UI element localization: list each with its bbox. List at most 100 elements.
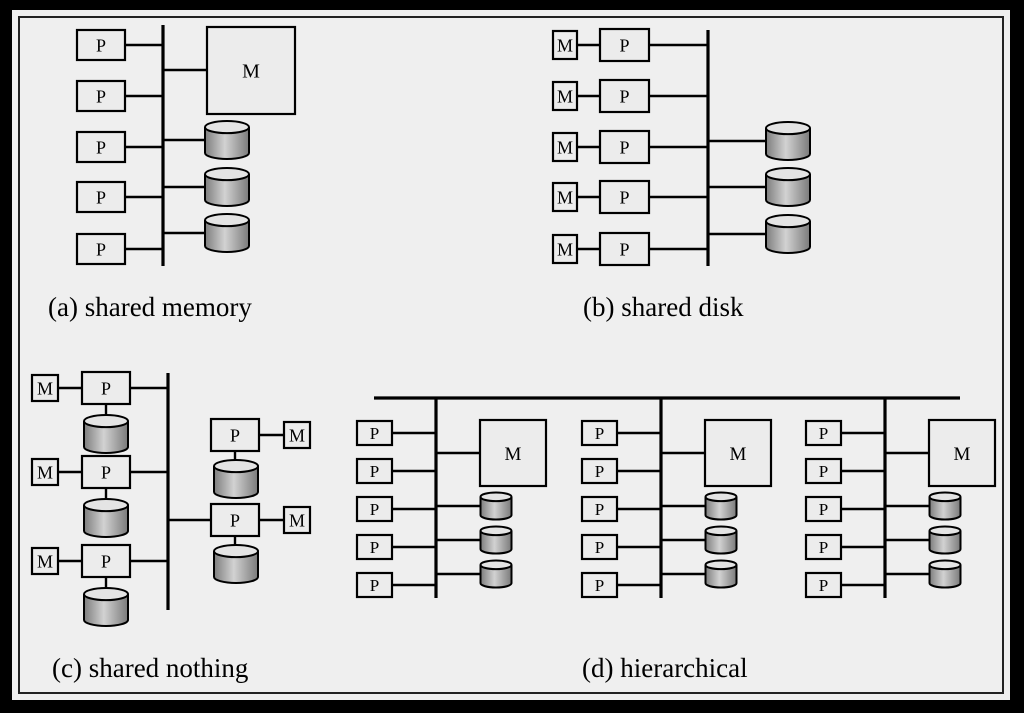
disk-icon — [204, 120, 250, 135]
memory-box-label: M — [289, 425, 305, 445]
disk-icon — [213, 459, 259, 474]
processor-box — [598, 231, 651, 267]
processor-box-label: P — [595, 500, 604, 519]
caption-shared-nothing: (c) shared nothing — [52, 653, 248, 683]
processor-box — [75, 28, 127, 62]
processor-box-label: P — [370, 500, 379, 519]
caption-hierarchical: (d) hierarchical — [582, 653, 748, 683]
memory-box-label: M — [37, 462, 53, 482]
memory-box-label: M — [37, 378, 53, 398]
caption-shared-memory: (a) shared memory — [48, 292, 252, 322]
memory-box — [551, 80, 579, 112]
disk-icon — [213, 544, 259, 559]
processor-box-label: P — [370, 538, 379, 557]
processor-box-label: P — [595, 462, 604, 481]
memory-box — [551, 233, 579, 265]
processor-box — [80, 543, 132, 579]
processor-box-label: P — [819, 500, 828, 519]
disk-icon — [704, 559, 738, 571]
disk-body — [204, 127, 250, 160]
processor-box — [75, 180, 127, 214]
processor-box-label: P — [819, 424, 828, 443]
disk-body — [479, 496, 513, 521]
memory-box — [30, 457, 60, 487]
processor-box — [804, 419, 843, 447]
processor-box-label: P — [595, 424, 604, 443]
disk-icon — [83, 498, 129, 513]
disk-body — [83, 505, 129, 538]
processor-box — [75, 79, 127, 113]
processor-box — [80, 370, 132, 406]
processor-box-label: P — [819, 462, 828, 481]
processor-box — [580, 419, 619, 447]
memory-box — [703, 418, 773, 488]
memory-box-label: M — [557, 35, 573, 55]
processor-box-label: P — [370, 424, 379, 443]
disk-body — [765, 174, 811, 207]
processor-box-label: P — [101, 378, 111, 398]
disk-icon — [765, 214, 811, 229]
disk-body — [928, 530, 962, 555]
panel-inner-border — [18, 16, 1004, 694]
memory-box-label: M — [730, 444, 747, 465]
disk-body — [83, 421, 129, 454]
disk-body — [204, 174, 250, 207]
processor-box-label: P — [370, 576, 379, 595]
disk-icon — [928, 525, 962, 537]
disk-icon — [704, 525, 738, 537]
memory-box — [478, 418, 548, 488]
disk-icon — [765, 167, 811, 182]
memory-box — [282, 505, 312, 535]
processor-box-label: P — [96, 137, 106, 157]
processor-box — [75, 130, 127, 164]
memory-box-label: M — [557, 137, 573, 157]
disk-body — [213, 466, 259, 499]
processor-box-label: P — [819, 538, 828, 557]
processor-box — [580, 495, 619, 523]
processor-box-label: P — [619, 86, 629, 106]
disk-body — [479, 564, 513, 589]
disk-body — [204, 220, 250, 253]
disk-icon — [479, 491, 513, 503]
processor-box-label: P — [230, 510, 240, 530]
processor-box-label: P — [595, 538, 604, 557]
memory-box — [205, 25, 297, 116]
memory-box — [551, 29, 579, 61]
disk-body — [213, 551, 259, 584]
processor-box — [580, 571, 619, 599]
disk-body — [479, 530, 513, 555]
processor-box-label: P — [96, 86, 106, 106]
processor-box-label: P — [101, 551, 111, 571]
memory-box — [282, 420, 312, 450]
disk-body — [83, 594, 129, 627]
disk-body — [704, 496, 738, 521]
memory-box — [30, 546, 60, 576]
disk-body — [928, 496, 962, 521]
processor-box-label: P — [819, 576, 828, 595]
disk-body — [704, 564, 738, 589]
memory-box-label: M — [557, 86, 573, 106]
memory-box-label: M — [557, 187, 573, 207]
processor-box-label: P — [370, 462, 379, 481]
processor-box-label: P — [96, 187, 106, 207]
processor-box-label: P — [619, 239, 629, 259]
processor-box-label: P — [101, 462, 111, 482]
memory-box — [551, 181, 579, 213]
processor-box-label: P — [595, 576, 604, 595]
disk-icon — [83, 414, 129, 429]
memory-box-label: M — [37, 551, 53, 571]
disk-icon — [928, 559, 962, 571]
processor-box — [598, 179, 651, 215]
processor-box-label: P — [96, 35, 106, 55]
disk-icon — [479, 525, 513, 537]
processor-box — [75, 232, 127, 266]
processor-box — [209, 417, 261, 453]
processor-box — [804, 495, 843, 523]
processor-box-label: P — [619, 137, 629, 157]
processor-box — [598, 78, 651, 114]
processor-box — [355, 419, 394, 447]
disk-body — [704, 530, 738, 555]
processor-box — [355, 533, 394, 561]
